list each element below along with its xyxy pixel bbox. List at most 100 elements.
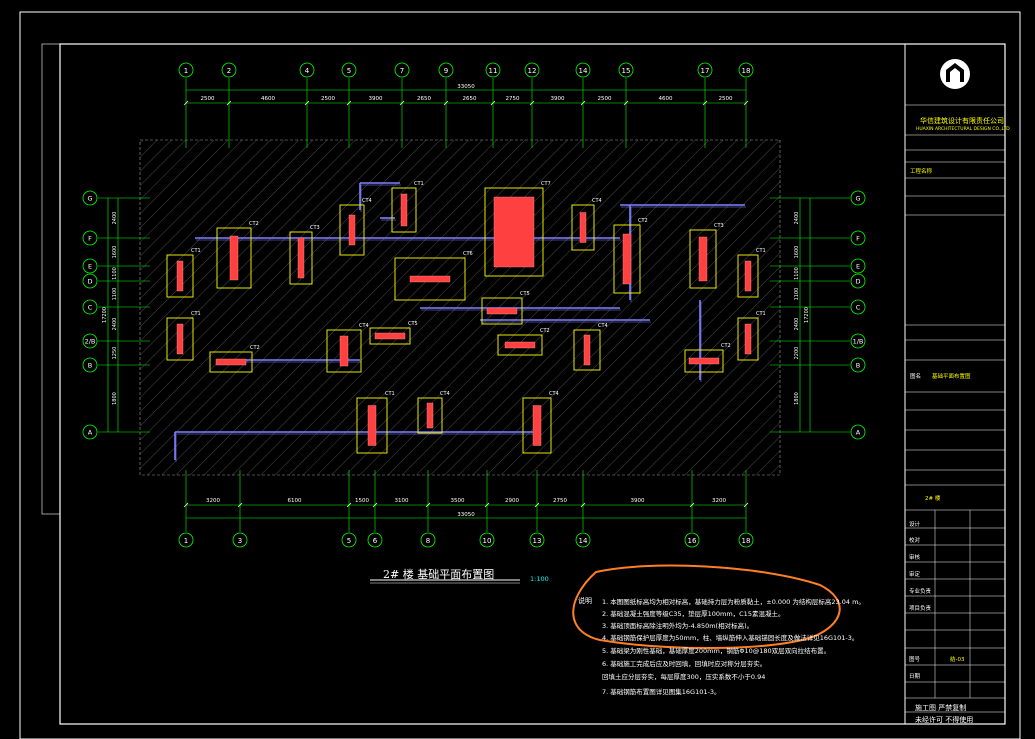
grid-bubble-right-6 (850, 357, 866, 373)
footing-tag-16: CT2 (540, 328, 550, 334)
grid-bubble-bottom-6 (367, 532, 383, 548)
top-dim-2: 2500 (321, 96, 335, 102)
footing-tag-7: CT4 (592, 198, 602, 204)
left-dim-6: 1800 (112, 392, 118, 405)
grid-label-top-11: 11 (489, 67, 498, 75)
column-16 (504, 341, 536, 349)
bottom-tick (183, 502, 189, 508)
bottom-dim-5: 2900 (505, 498, 519, 504)
grid-label-bottom-5: 5 (347, 537, 351, 545)
company-name: 华信建筑设计有限责任公司 (920, 117, 1004, 125)
grid-bubble-left-7 (82, 424, 98, 440)
bottom-tick (346, 502, 352, 508)
row-design: 设计 (909, 522, 921, 528)
grid-label-bottom-18: 18 (742, 537, 751, 545)
right-dim-1: 1600 (794, 246, 800, 259)
top-dim-10: 2500 (719, 96, 733, 102)
grid-label-left-4: C (88, 304, 93, 312)
column-17 (583, 334, 591, 366)
grid-lines (98, 78, 850, 532)
bottom-dim-6: 2750 (553, 498, 567, 504)
column-21 (426, 402, 434, 429)
top-tick (399, 100, 405, 106)
row-approve: 审定 (909, 572, 921, 578)
drawing-label: 图名 (910, 374, 922, 380)
grid-label-left-6: B (88, 362, 92, 370)
grid-label-top-2: 2 (227, 67, 231, 75)
grid-bubble-bottom-18 (738, 532, 754, 548)
row-discipline-lead: 专业负责 (909, 589, 932, 595)
left-dim-4: 2400 (112, 318, 118, 331)
grid-label-bottom-8: 8 (426, 537, 430, 545)
right-dim-4: 2400 (794, 318, 800, 331)
grid-bubble-right-5 (850, 333, 866, 349)
footing-pad-15 (481, 297, 523, 325)
grid-bubble-top-15 (618, 62, 634, 78)
annotation-circle (572, 564, 841, 649)
grid-bubble-right-1 (850, 230, 866, 246)
column-3 (348, 214, 356, 246)
footing-pad-20 (356, 397, 388, 454)
footing-pad-3 (339, 204, 365, 256)
sheet-label: 图号 (909, 657, 921, 663)
left-binding-strip (41, 43, 61, 515)
footing-pad-22 (522, 397, 552, 454)
project-label: 工程名称 (910, 169, 933, 175)
footing-pad-21 (417, 397, 443, 434)
footing-pad-7 (571, 204, 595, 251)
footing-pad-19 (737, 317, 759, 361)
sheet-border-outer (19, 11, 1021, 739)
grid-label-top-18: 18 (742, 67, 751, 75)
grid-bubble-top-2 (221, 62, 237, 78)
column-10 (744, 260, 752, 292)
grid-bubble-left-6 (82, 357, 98, 373)
footing-tag-2: CT3 (310, 225, 320, 231)
grid-bubble-bottom-14 (575, 532, 591, 548)
bottom-dim-1: 6100 (288, 498, 302, 504)
right-dim-2: 1100 (794, 267, 800, 280)
grid-bubble-right-3 (850, 273, 866, 289)
left-dim-0: 2400 (112, 212, 118, 225)
bottom-tick (689, 502, 695, 508)
right-dim-5: 2200 (794, 347, 800, 360)
top-tick (743, 100, 749, 106)
grid-bubble-top-9 (438, 62, 454, 78)
grid-bubble-bottom-5 (341, 532, 357, 548)
bottom-dim-4: 3500 (451, 498, 465, 504)
top-tick (490, 100, 496, 106)
column-1 (229, 235, 239, 281)
column-14 (374, 332, 406, 340)
grid-bubble-bottom-10 (479, 532, 495, 548)
column-6 (493, 196, 535, 268)
grid-label-bottom-6: 6 (373, 537, 378, 545)
grid-bubble-top-12 (524, 62, 540, 78)
company-logo (940, 59, 970, 89)
grid-bubble-right-7 (850, 424, 866, 440)
note-6: 6. 基础施工完成后应及时回填，回填时应对称分层夯实。 (602, 660, 767, 668)
right-dim-6: 1800 (794, 392, 800, 405)
right-dim-3: 1100 (794, 288, 800, 301)
grid-label-left-0: G (87, 195, 92, 203)
footing-tag-0: CT1 (191, 248, 201, 254)
top-total: 33050 (457, 84, 475, 90)
footing-pad-5 (394, 257, 466, 301)
grid-label-bottom-14: 14 (579, 537, 588, 545)
title-block-footer-2: 未经许可 不得使用 (915, 716, 974, 724)
top-tick (529, 100, 535, 106)
footing-pad-11 (166, 317, 194, 361)
top-dim-9: 4600 (659, 96, 673, 102)
grid-label-right-3: D (855, 278, 860, 286)
grid-bubble-left-1 (82, 230, 98, 246)
right-dim-0: 2400 (794, 212, 800, 225)
grid-label-right-4: C (856, 304, 861, 312)
row-check: 校对 (909, 538, 921, 544)
grid-label-top-5: 5 (347, 67, 351, 75)
grid-label-bottom-1: 1 (184, 537, 188, 545)
left-dim-1: 1600 (112, 246, 118, 259)
top-tick (443, 100, 449, 106)
column-7 (579, 212, 587, 243)
grid-bubble-left-4 (82, 299, 98, 315)
footing-tag-22: CT4 (549, 391, 559, 397)
grid-label-bottom-10: 10 (483, 537, 492, 545)
top-tick (580, 100, 586, 106)
